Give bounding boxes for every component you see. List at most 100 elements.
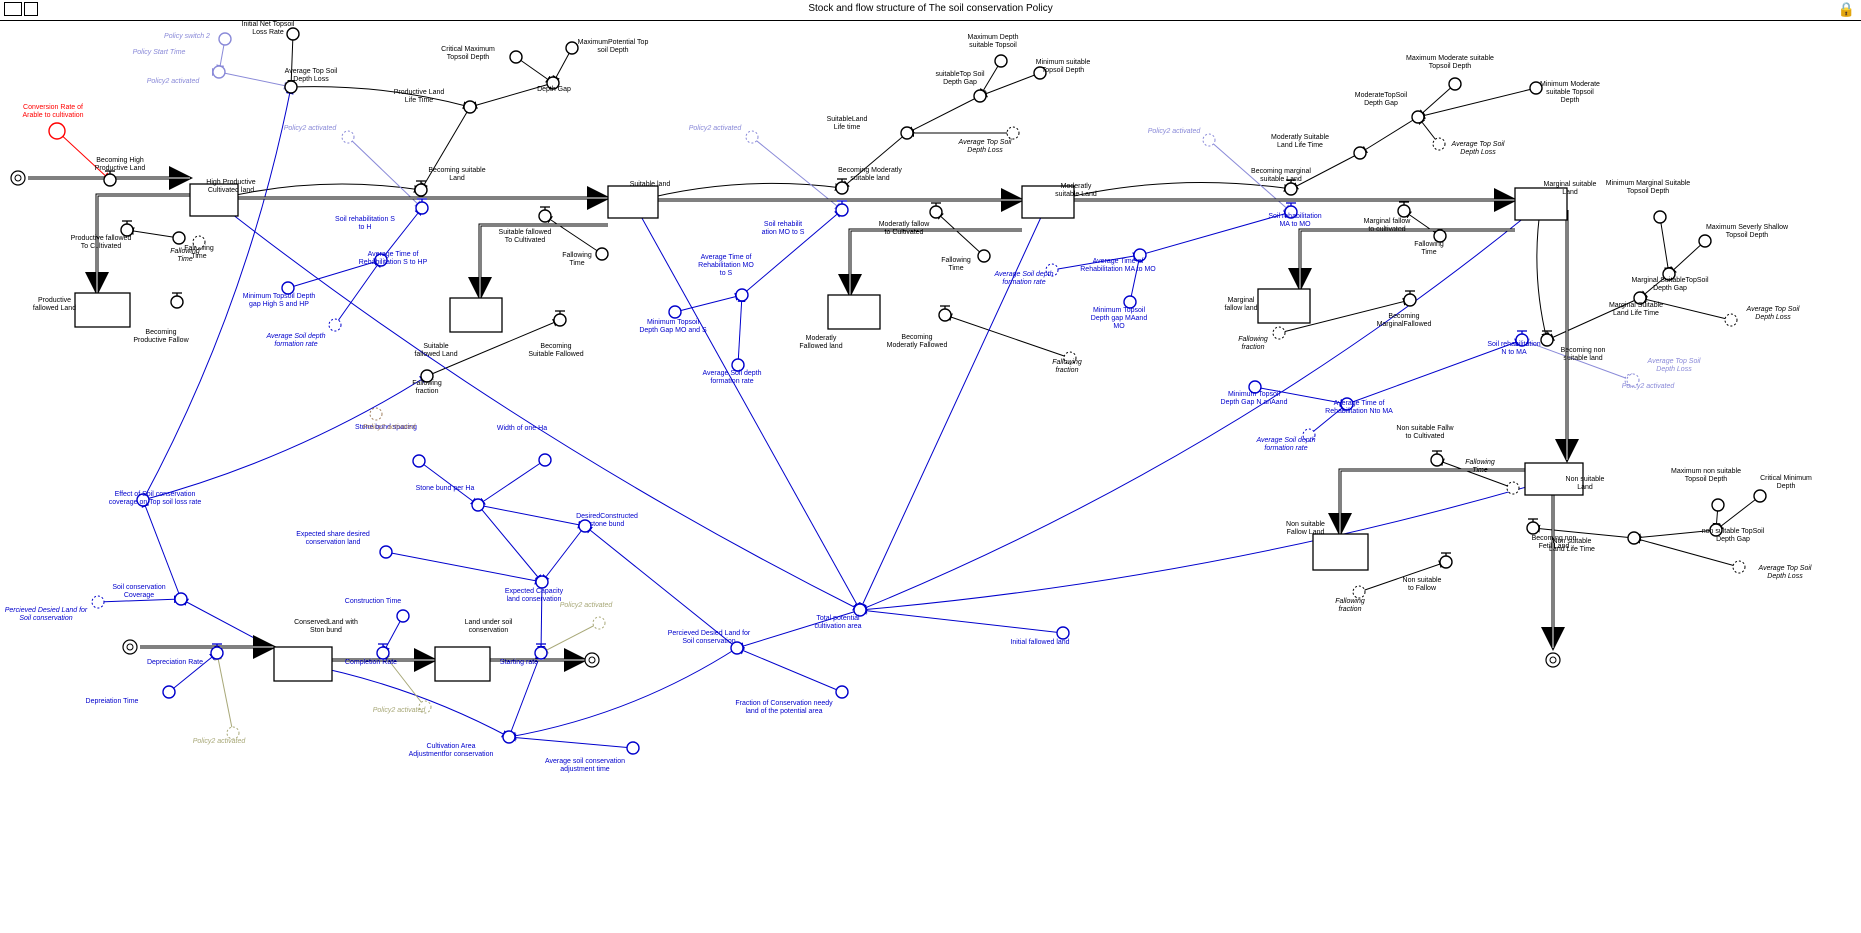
var-dgap[interactable]: Depth Gap	[537, 76, 571, 93]
var-pst[interactable]: Policy Start Time	[133, 49, 226, 79]
flow-valve-f_comp[interactable]: Completion Rate	[345, 643, 397, 666]
var-dtime[interactable]: Depreiation Time	[86, 685, 176, 705]
var-ctime[interactable]: Construction Time	[345, 598, 410, 623]
var-p2a_7[interactable]: Policy2 activated	[373, 700, 432, 714]
var-p2a_8[interactable]: Policy2 activated	[193, 726, 247, 745]
var-ps2[interactable]: Policy switch 2	[164, 32, 232, 46]
var-p2a_5[interactable]: Policy2 activated	[363, 407, 417, 431]
var-woh[interactable]: Width of one Ha	[497, 425, 552, 467]
var-ifl[interactable]: Initial fallowed land	[1010, 626, 1070, 646]
flow-valve-f_start[interactable]: Starting rate	[500, 643, 548, 666]
var-sbph[interactable]: Stone bund per Ha	[416, 485, 485, 512]
var-p2a_3[interactable]: Policy2 activated	[1148, 128, 1216, 147]
sketch-tool-icon[interactable]	[4, 2, 22, 16]
view-icon[interactable]	[24, 2, 38, 16]
var-p2a_1[interactable]: Policy2 activated	[284, 125, 355, 144]
flow-valve-f_dep[interactable]: Depreciation Rate	[147, 643, 224, 666]
stock-suit[interactable]: Suitable land	[607, 181, 670, 219]
var-p2a_2[interactable]: Policy2 activated	[689, 125, 759, 144]
